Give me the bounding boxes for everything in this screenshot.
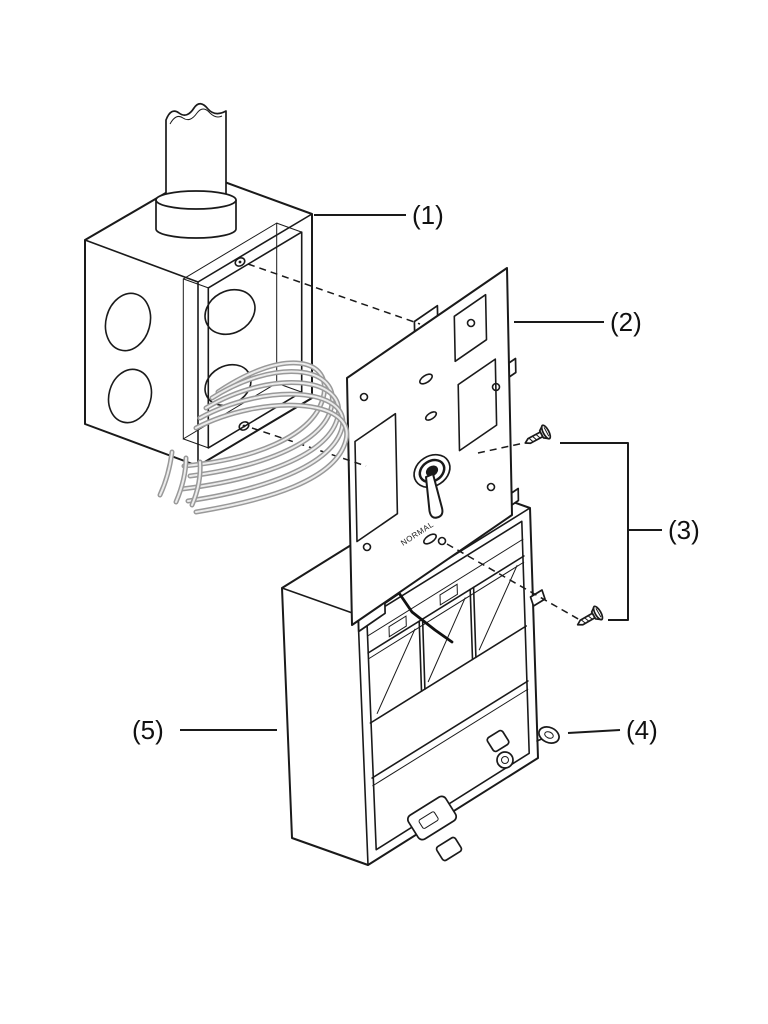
callout-1-label: (1) (412, 200, 444, 230)
plate-top-tab (413, 304, 439, 332)
mounting-plate: NORMAL (346, 267, 520, 633)
plate-face (346, 267, 513, 626)
wire-ends (157, 449, 203, 508)
housing-side-tab (529, 589, 546, 607)
bracket-3 (560, 442, 662, 621)
junction-box (84, 172, 313, 467)
cable-clip (406, 795, 463, 862)
callout-leader-lines (180, 214, 662, 734)
interior-knockout-top (204, 288, 256, 336)
pipe-body (165, 102, 227, 197)
callout-2-label: (2) (610, 307, 642, 337)
electrical-wires (157, 360, 350, 515)
housing-rim-inner (366, 520, 530, 851)
screw-2 (576, 605, 604, 626)
callout-labels: (1) (2) (3) (4) (5) (132, 200, 700, 745)
side-knockouts (104, 292, 153, 424)
conduit-pipe (155, 102, 237, 239)
housing-interior-details (367, 538, 529, 787)
toggle-lever (425, 473, 444, 519)
callout-4-label: (4) (626, 715, 658, 745)
lower-housing (281, 480, 546, 866)
callout-3-label: (3) (668, 515, 700, 545)
screw-boss (486, 729, 514, 769)
plate-cutouts (354, 293, 498, 543)
plate-bottom-tab (357, 602, 386, 633)
callout-5-label: (5) (132, 715, 164, 745)
plate-right-ear-top (508, 357, 517, 378)
plate-screw-holes (359, 318, 501, 552)
retaining-ring (536, 726, 560, 744)
pipe-coupling (155, 190, 237, 239)
alignment-dashed-lines (247, 263, 581, 621)
toggle-switch (413, 453, 451, 519)
plate-right-ear-bottom (511, 487, 520, 506)
screw-1 (524, 424, 552, 445)
box-mounting-holes (234, 257, 250, 431)
leader-4 (567, 729, 621, 734)
